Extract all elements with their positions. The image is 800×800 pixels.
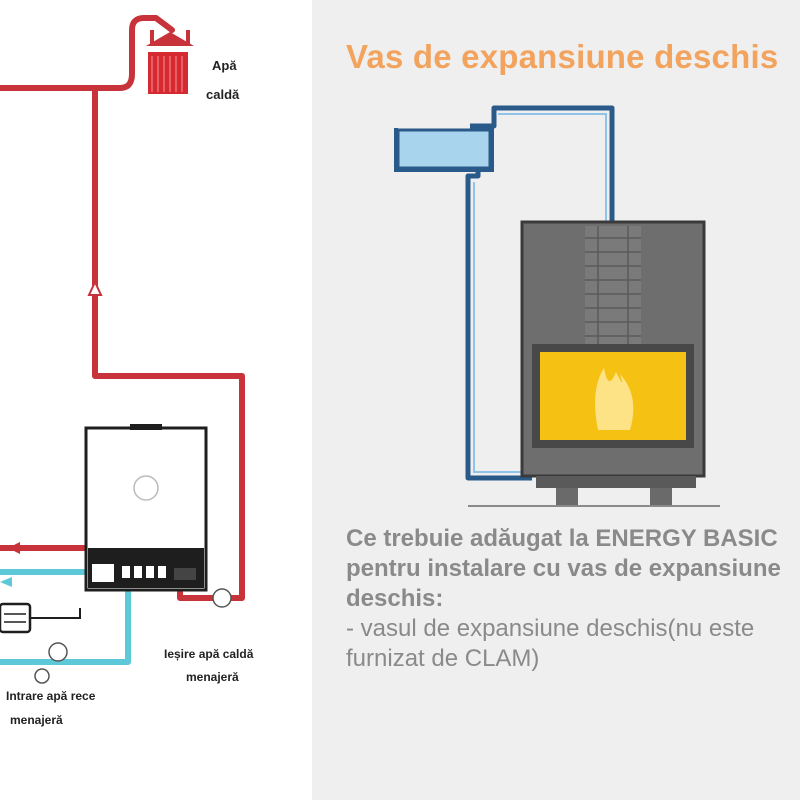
description-item-line-1: - vasul de expansiune deschis(nu este [346, 615, 755, 642]
hot-pipe-to-shower [0, 15, 175, 91]
flow-arrow-left [8, 542, 20, 554]
hot-water-outlet-label-line1: Ieșire apă caldă [164, 647, 254, 661]
description-heading-line-1: Ce trebuie adăugat la ENERGY BASIC [346, 525, 778, 552]
cold-pipe-lower [0, 590, 131, 665]
hot-water-label-line1: Apă [212, 58, 237, 73]
boiler-indicator [133, 475, 159, 501]
cold-water-inlet-label-line2: menajeră [10, 713, 63, 727]
hot-water-circuit-diagram: Apă caldă Ieșire apă caldă menajeră Intr… [0, 15, 254, 727]
cold-water-inlet-label-line1: Intrare apă rece [6, 689, 96, 703]
description-heading-line-3: deschis: [346, 585, 444, 612]
right-panel [312, 0, 800, 800]
description-item-line-2: furnizat de CLAM) [346, 645, 540, 672]
hot-pipe-loop [92, 85, 245, 601]
description-heading-line-2: pentru instalare cu vas de expansiune [346, 555, 781, 582]
flow-arrow-up [87, 279, 103, 296]
hot-water-outlet-label-line2: menajeră [186, 670, 239, 684]
hot-water-label-line2: caldă [206, 87, 240, 102]
cold-flow-arrow [0, 577, 12, 587]
shower-icon [146, 30, 194, 94]
boiler-unit [84, 424, 208, 592]
cold-water-tank-icon [0, 602, 81, 634]
description-text: Ce trebuie adăugat la ENERGY BASIC pentr… [346, 524, 800, 674]
left-panel [0, 0, 312, 800]
valve-icon [34, 588, 232, 684]
page-title: Vas de expansiune deschis [346, 38, 779, 75]
